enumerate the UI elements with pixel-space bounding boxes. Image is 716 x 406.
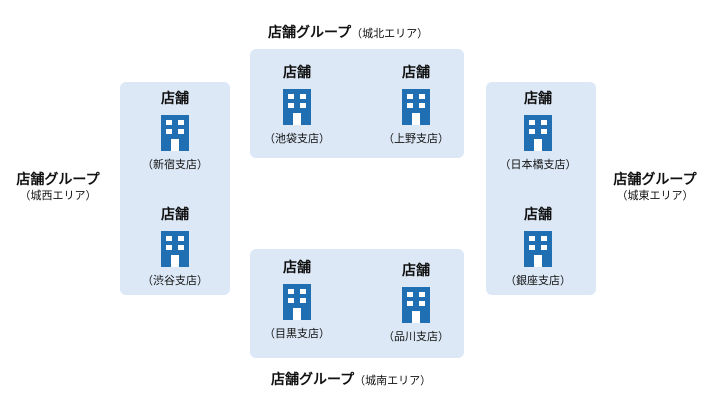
store-name: （池袋支店） [264, 132, 330, 145]
store-label: 店舗 [161, 207, 189, 223]
building-icon [524, 115, 552, 151]
store-label: 店舗 [524, 91, 552, 107]
store-name: （銀座支店） [505, 274, 571, 287]
west-group-title: 店舗グループ （城西エリア） [0, 171, 118, 203]
east-group-area: （城東エリア） [616, 189, 694, 202]
north-group-title-text: 店舗グループ [268, 25, 352, 41]
store-shinjuku: 店舗 （新宿支店） [125, 90, 225, 172]
north-group-title: 店舗グループ（城北エリア） [268, 22, 428, 42]
east-group-title: 店舗グループ （城東エリア） [595, 171, 715, 203]
building-icon [402, 89, 430, 125]
east-group-title-text: 店舗グループ [613, 172, 697, 188]
store-label: 店舗 [161, 91, 189, 107]
north-group-area: （城北エリア） [351, 27, 429, 40]
west-group-area: （城西エリア） [19, 189, 97, 202]
store-name: （品川支店） [383, 330, 449, 343]
store-shinagawa: 店舗 （品川支店） [366, 262, 466, 344]
building-icon [524, 231, 552, 267]
building-icon [161, 231, 189, 267]
store-label: 店舗 [283, 65, 311, 81]
store-ginza: 店舗 （銀座支店） [488, 206, 588, 288]
building-icon [283, 89, 311, 125]
store-name: （上野支店） [383, 132, 449, 145]
store-label: 店舗 [524, 207, 552, 223]
building-icon [402, 287, 430, 323]
store-name: （目黒支店） [264, 327, 330, 340]
store-nihonbashi: 店舗 （日本橋支店） [488, 90, 588, 172]
store-label: 店舗 [283, 260, 311, 276]
store-shibuya: 店舗 （渋谷支店） [125, 206, 225, 288]
store-ueno: 店舗 （上野支店） [366, 64, 466, 146]
store-name: （新宿支店） [142, 158, 208, 171]
south-group-title: 店舗グループ（城南エリア） [271, 369, 431, 389]
store-name: （渋谷支店） [142, 274, 208, 287]
south-group-title-text: 店舗グループ [271, 372, 355, 388]
building-icon [161, 115, 189, 151]
store-label: 店舗 [402, 263, 430, 279]
store-name: （日本橋支店） [499, 158, 577, 171]
store-meguro: 店舗 （目黒支店） [247, 259, 347, 341]
store-ikebukuro: 店舗 （池袋支店） [247, 64, 347, 146]
west-group-title-text: 店舗グループ [16, 172, 100, 188]
south-group-area: （城南エリア） [354, 374, 432, 387]
building-icon [283, 284, 311, 320]
store-label: 店舗 [402, 65, 430, 81]
